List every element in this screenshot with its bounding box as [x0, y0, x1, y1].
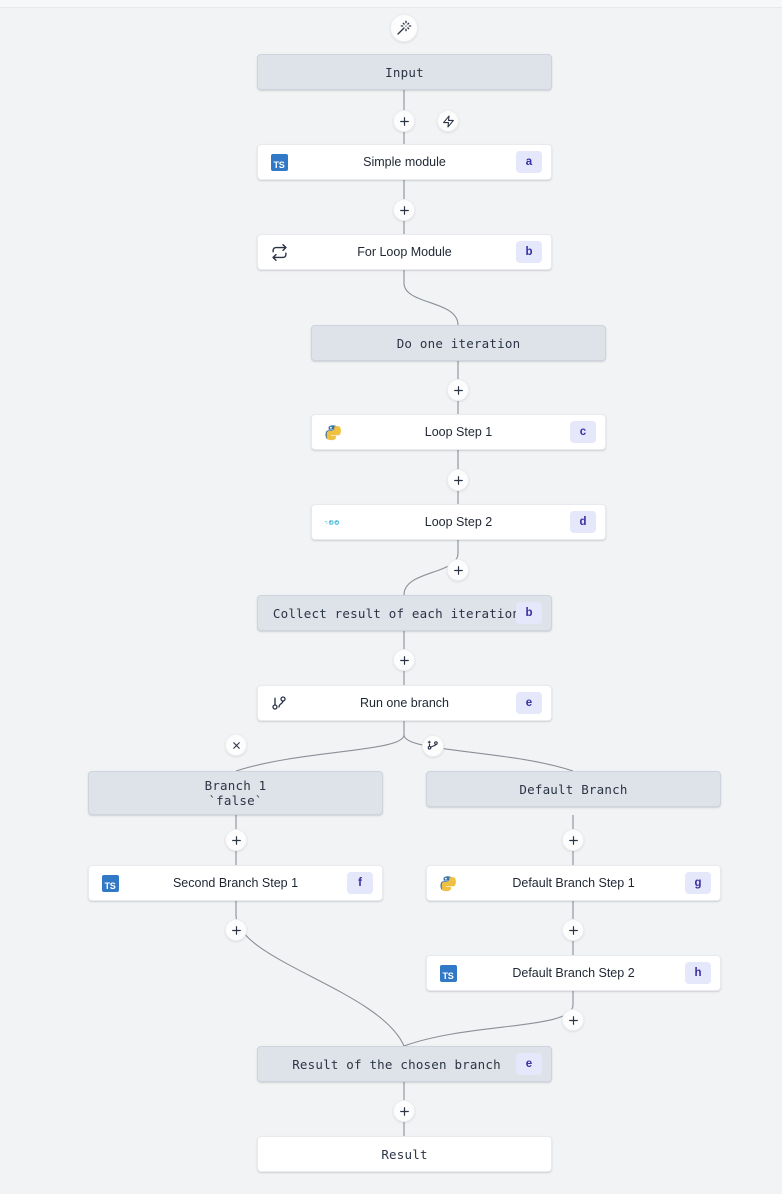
node-badge: e [516, 692, 542, 714]
branch-icon [270, 694, 288, 712]
add-step-after-second-branch-step-1[interactable] [225, 919, 247, 941]
delete-branch-button[interactable] [225, 734, 247, 756]
python-icon [439, 874, 457, 892]
node-label: Collect result of each iteration [272, 605, 521, 621]
typescript-icon: TS [270, 153, 288, 171]
node-label: Input [385, 64, 424, 80]
add-step-in-loop-start[interactable] [447, 379, 469, 401]
top-header-bar [0, 0, 782, 8]
node-label: Default Branch [519, 781, 628, 797]
node-label: Do one iteration [396, 335, 521, 351]
node-badge: b [516, 241, 542, 263]
node-branch-1[interactable]: Branch 1 `false` [88, 771, 383, 815]
ai-wand-button[interactable] [390, 14, 418, 42]
add-step-after-input[interactable] [393, 110, 415, 132]
add-step-in-branch-1[interactable] [225, 829, 247, 851]
node-label: Result [381, 1146, 428, 1162]
node-badge: e [516, 1053, 542, 1075]
add-step-after-collect-result[interactable] [393, 649, 415, 671]
node-label: Loop Step 2 [424, 515, 493, 529]
node-badge: g [685, 872, 711, 894]
add-step-after-loop-step-2[interactable] [447, 559, 469, 581]
node-loop-step-2[interactable]: Loop Step 2 d [311, 504, 606, 540]
node-badge: d [570, 511, 596, 533]
node-label: Run one branch [360, 696, 449, 710]
node-label: For Loop Module [357, 245, 452, 259]
node-result-chosen-branch[interactable]: Result of the chosen branch e [257, 1046, 552, 1082]
node-label: Branch 1 `false` [204, 778, 267, 808]
node-label: Result of the chosen branch [292, 1056, 501, 1072]
add-step-after-default-branch-step-1[interactable] [562, 919, 584, 941]
node-badge: f [347, 872, 373, 894]
node-label: Default Branch Step 1 [512, 876, 635, 890]
add-step-after-simple-module[interactable] [393, 199, 415, 221]
node-input[interactable]: Input [257, 54, 552, 90]
node-label: Second Branch Step 1 [172, 876, 299, 890]
node-label: Loop Step 1 [424, 425, 493, 439]
node-badge: a [516, 151, 542, 173]
add-step-after-default-branch-step-2[interactable] [562, 1009, 584, 1031]
add-step-after-result-branch[interactable] [393, 1100, 415, 1122]
add-trigger-after-input[interactable] [437, 110, 459, 132]
node-collect-result[interactable]: Collect result of each iteration b [257, 595, 552, 631]
node-label: Simple module [363, 155, 446, 169]
node-default-branch-step-1[interactable]: Default Branch Step 1 g [426, 865, 721, 901]
python-icon [324, 423, 342, 441]
node-do-one-iteration[interactable]: Do one iteration [311, 325, 606, 361]
node-badge: b [516, 602, 542, 624]
typescript-icon: TS [439, 964, 457, 982]
add-branch-button[interactable] [422, 735, 444, 757]
node-default-branch-step-2[interactable]: TS Default Branch Step 2 h [426, 955, 721, 991]
add-step-after-loop-step-1[interactable] [447, 469, 469, 491]
node-result[interactable]: Result [257, 1136, 552, 1172]
typescript-icon: TS [101, 874, 119, 892]
node-second-branch-step-1[interactable]: TS Second Branch Step 1 f [88, 865, 383, 901]
loop-icon [270, 243, 288, 261]
go-icon [324, 513, 342, 531]
node-run-one-branch[interactable]: Run one branch e [257, 685, 552, 721]
node-for-loop-module[interactable]: For Loop Module b [257, 234, 552, 270]
add-step-in-default-branch[interactable] [562, 829, 584, 851]
node-default-branch[interactable]: Default Branch [426, 771, 721, 807]
node-loop-step-1[interactable]: Loop Step 1 c [311, 414, 606, 450]
node-badge: c [570, 421, 596, 443]
node-simple-module[interactable]: TS Simple module a [257, 144, 552, 180]
node-label: Default Branch Step 2 [512, 966, 635, 980]
node-badge: h [685, 962, 711, 984]
